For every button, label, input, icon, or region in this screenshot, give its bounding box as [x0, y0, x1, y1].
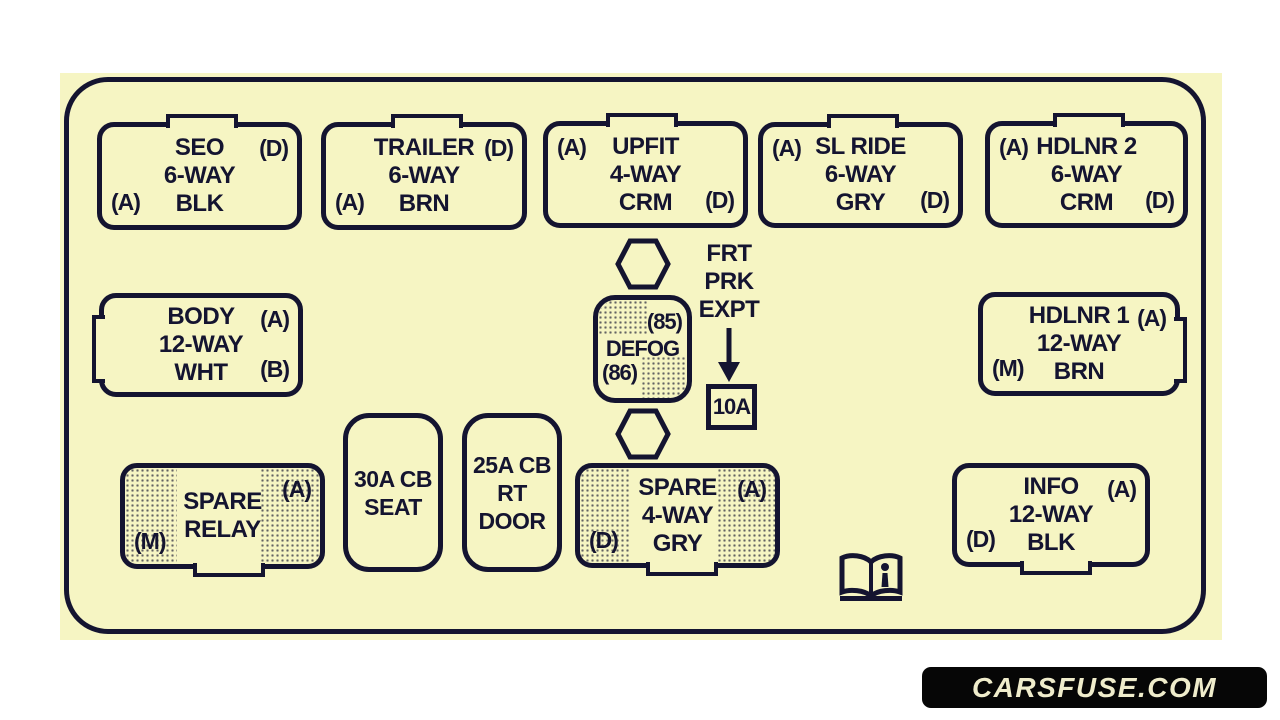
mounting-tab: [1174, 317, 1187, 383]
label-line: BLK: [175, 190, 224, 217]
label-line: CRM: [1059, 188, 1114, 216]
connector-block-hdlnr1: (A) (M) HDLNR 1 12-WAY BRN: [978, 292, 1187, 396]
label-line: SPARE: [183, 488, 262, 515]
hex-nut-icon: [615, 408, 671, 460]
pin-marker: (A): [1107, 476, 1137, 502]
mounting-tab: [646, 562, 718, 576]
pin-marker: (A): [557, 134, 587, 160]
label-line: 12-WAY: [1036, 330, 1122, 357]
label-line: GRY: [652, 529, 703, 557]
label-line: 6-WAY: [824, 161, 897, 188]
callout-line: FRT: [706, 240, 752, 267]
pin-marker: (A): [111, 189, 141, 215]
relay-block-defog: (85) DEFOG (86): [593, 295, 692, 403]
label-line: SEO: [174, 134, 225, 161]
label-line: 6-WAY: [1050, 160, 1123, 188]
label-line: BLK: [1027, 529, 1075, 556]
pin-marker: (A): [1137, 305, 1167, 331]
callout-line: PRK: [704, 268, 754, 295]
mounting-tab: [1053, 113, 1125, 127]
label-line: 30A CB: [354, 465, 432, 492]
circuit-breaker-rt-door: 25A CB RT DOOR: [462, 413, 562, 572]
label-line: TRAILER: [373, 134, 475, 161]
pin-marker: (D): [259, 135, 289, 161]
relay-pin-85: (85): [646, 309, 683, 334]
pin-marker: (A): [335, 189, 365, 215]
connector-block-sl-ride: (A) (D) SL RIDE 6-WAY GRY: [758, 114, 963, 228]
mounting-tab: [1020, 561, 1092, 575]
pin-marker: (A): [260, 306, 290, 332]
mounting-tab: [827, 114, 899, 128]
mounting-tab: [606, 113, 678, 127]
label-line: WHT: [174, 359, 228, 386]
connector-block-info: (A) (D) INFO 12-WAY BLK: [952, 463, 1150, 575]
fuse-box-outline: [64, 77, 1206, 634]
mounting-tab: [193, 563, 265, 577]
fuse-10a-box: 10A: [706, 384, 757, 430]
pin-marker: (D): [920, 187, 950, 213]
pin-marker: (A): [999, 134, 1029, 160]
label-line: SEAT: [364, 493, 422, 520]
watermark-carsfuse-logo: CARSFUSE.COM: [922, 667, 1267, 708]
label-line: BODY: [167, 303, 235, 330]
connector-block-seo: (D) (A) SEO 6-WAY BLK: [97, 114, 302, 230]
connector-block-upfit: (A) (D) UPFIT 4-WAY CRM: [543, 113, 748, 228]
mounting-tab: [391, 114, 463, 128]
pin-marker: (A): [737, 476, 767, 502]
label-line: BRN: [398, 190, 450, 217]
relay-label: DEFOG: [605, 336, 680, 361]
callout-frt-prk-expt: FRT PRK EXPT: [683, 240, 775, 324]
pin-marker: (A): [282, 476, 312, 502]
pin-marker: (M): [992, 355, 1025, 381]
pin-marker: (D): [966, 526, 996, 552]
label-line: 6-WAY: [163, 162, 236, 189]
pin-marker: (B): [260, 356, 290, 382]
label-line: HDLNR 1: [1028, 302, 1130, 329]
fuse-amperage: 10A: [712, 394, 751, 419]
relay-block-spare: (A) (M) SPARE RELAY: [120, 463, 325, 577]
label-line: 6-WAY: [388, 162, 460, 189]
label-line: GRY: [835, 189, 886, 216]
pin-marker: (D): [589, 527, 619, 553]
label-line: 25A CB: [473, 451, 551, 478]
callout-line: EXPT: [698, 296, 760, 323]
label-line: 12-WAY: [1008, 501, 1094, 528]
label-line: 4-WAY: [609, 160, 682, 188]
stipple-texture: [641, 356, 687, 398]
label-line: HDLNR 2: [1036, 132, 1137, 160]
down-arrow-icon: [718, 328, 740, 382]
stipple-texture: [598, 300, 648, 336]
label-line: CRM: [618, 188, 673, 216]
pin-marker: (D): [705, 187, 735, 213]
connector-block-body: (A) (B) BODY 12-WAY WHT: [92, 293, 303, 397]
label-line: DOOR: [478, 507, 547, 534]
label-line: 4-WAY: [641, 501, 714, 529]
label-line: UPFIT: [612, 132, 679, 160]
connector-block-hdlnr2: (A) (D) HDLNR 2 6-WAY CRM: [985, 113, 1188, 228]
label-line: RT: [497, 479, 527, 506]
label-line: 12-WAY: [158, 331, 244, 358]
pin-marker: (D): [1145, 187, 1175, 213]
circuit-breaker-seat: 30A CB SEAT: [343, 413, 443, 572]
relay-pin-86: (86): [602, 360, 638, 385]
pin-marker: (D): [484, 135, 514, 161]
mounting-tab: [92, 315, 105, 383]
mounting-tab: [166, 114, 238, 128]
watermark-text: CARSFUSE.COM: [971, 671, 1218, 703]
hex-nut-icon: [615, 238, 671, 290]
label-line: SPARE: [638, 473, 717, 501]
label-line: SL RIDE: [815, 133, 906, 160]
label-line: BRN: [1053, 358, 1105, 385]
owners-manual-book-icon: [839, 553, 903, 601]
label-line: INFO: [1023, 473, 1079, 500]
pin-marker: (M): [134, 528, 167, 554]
connector-block-trailer: (D) (A) TRAILER 6-WAY BRN: [321, 114, 527, 230]
connector-block-spare-4way: (A) (D) SPARE 4-WAY GRY: [575, 463, 780, 576]
pin-marker: (A): [772, 135, 802, 161]
label-line: RELAY: [184, 516, 261, 543]
